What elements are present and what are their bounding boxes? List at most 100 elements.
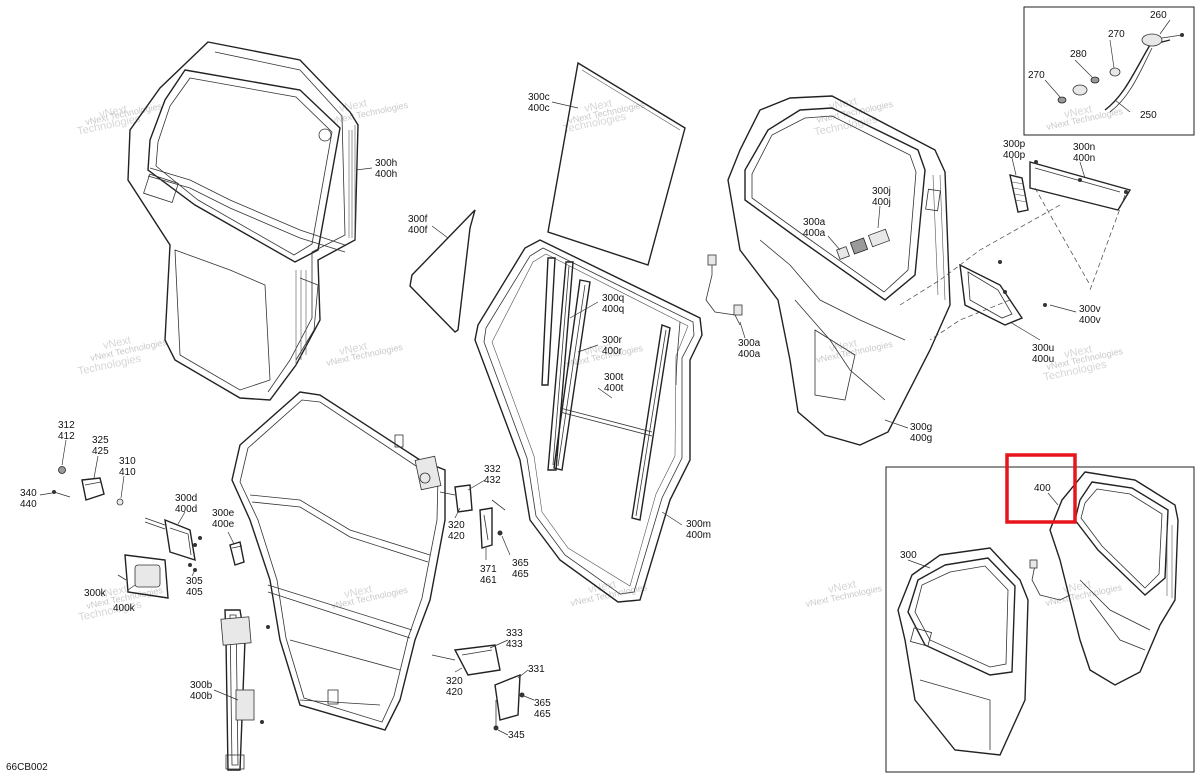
label-340: 340 bbox=[20, 488, 37, 499]
label-250: 250 bbox=[1140, 110, 1157, 121]
striker-371 bbox=[479, 507, 493, 549]
label-300m: 300m bbox=[686, 519, 711, 530]
label-325: 325 bbox=[92, 435, 109, 446]
channel-300q bbox=[541, 257, 556, 386]
label-400t: 400t bbox=[604, 383, 624, 394]
watermark: vNext bbox=[583, 340, 613, 358]
watermark: vNext bbox=[1063, 343, 1093, 361]
label-331: 331 bbox=[528, 664, 545, 675]
channel-300r bbox=[553, 279, 591, 471]
washer-310 bbox=[116, 498, 124, 506]
label-400p: 400p bbox=[1003, 150, 1026, 161]
watermark: vNext bbox=[102, 334, 132, 352]
label-300t: 300t bbox=[604, 372, 624, 383]
label-405: 405 bbox=[186, 587, 203, 598]
strike-300e bbox=[229, 541, 245, 566]
label-300k: 300k bbox=[84, 588, 107, 599]
hinge-cover-300k bbox=[124, 554, 169, 599]
label-400a: 400a bbox=[803, 228, 826, 239]
hinge-plate-325 bbox=[81, 477, 105, 501]
watermark: vNext bbox=[343, 583, 373, 601]
watermark: vNext bbox=[338, 340, 368, 358]
quarter-glass-300f: 300f 400f bbox=[408, 209, 476, 333]
hardware-inset: 260 270 280 270 250 bbox=[1023, 6, 1195, 136]
label-400n: 400n bbox=[1073, 153, 1095, 164]
watermark: vNext bbox=[338, 97, 368, 115]
channel-300t-rear bbox=[631, 324, 671, 521]
latch-bracket bbox=[414, 455, 442, 491]
window-glass-300c: 300c 400c bbox=[528, 61, 686, 266]
assembled-door-400 bbox=[1049, 471, 1179, 686]
label-300p: 300p bbox=[1003, 139, 1026, 150]
washer-270-top bbox=[1109, 67, 1121, 77]
label-300g: 300g bbox=[910, 422, 932, 433]
label-432: 432 bbox=[484, 475, 501, 486]
label-312: 312 bbox=[58, 420, 75, 431]
assembled-door-300 bbox=[897, 547, 1029, 756]
label-433: 433 bbox=[506, 639, 523, 650]
label-280: 280 bbox=[1070, 49, 1087, 60]
label-270: 270 bbox=[1108, 29, 1125, 40]
label-300b: 300b bbox=[190, 680, 213, 691]
label-300v: 300v bbox=[1079, 304, 1101, 315]
cross-link bbox=[559, 407, 653, 433]
label-400c: 400c bbox=[528, 103, 550, 114]
label-400u: 400u bbox=[1032, 354, 1054, 365]
label-400: 400 bbox=[1034, 483, 1051, 494]
label-300j: 300j bbox=[872, 186, 891, 197]
label-300u: 300u bbox=[1032, 343, 1054, 354]
label-300c: 300c bbox=[528, 92, 550, 103]
label-300f: 300f bbox=[408, 214, 428, 225]
watermark: vNext bbox=[828, 95, 858, 113]
label-400g: 400g bbox=[910, 433, 932, 444]
label-425: 425 bbox=[92, 446, 109, 457]
label-260: 260 bbox=[1150, 10, 1167, 21]
label-400v: 400v bbox=[1079, 315, 1101, 326]
label-400r: 400r bbox=[602, 346, 623, 357]
window-regulator-300b: 300b 400b bbox=[190, 609, 270, 771]
label-410: 410 bbox=[119, 467, 136, 478]
handle-assembly: 300p 400p 300n 400n 300v 400v 300u 400u bbox=[899, 139, 1132, 365]
label-400b: 400b bbox=[190, 691, 213, 702]
latch-332 bbox=[454, 484, 473, 513]
label-310: 310 bbox=[119, 456, 136, 467]
label-300e: 300e bbox=[212, 508, 235, 519]
knob-260 bbox=[1141, 33, 1163, 47]
handle-rod-250 bbox=[1104, 39, 1171, 111]
label-400k: 400k bbox=[113, 603, 136, 614]
label-400h: 400h bbox=[375, 169, 397, 180]
label-465: 465 bbox=[512, 569, 529, 580]
striker-331 bbox=[494, 673, 521, 721]
handle-bracket-300n bbox=[1029, 161, 1132, 211]
latch-333 bbox=[453, 644, 501, 676]
label-465: 465 bbox=[534, 709, 551, 720]
label-400a: 400a bbox=[738, 349, 761, 360]
channel-300r-front bbox=[547, 261, 574, 471]
watermark: vNext bbox=[98, 103, 128, 121]
nut-280 bbox=[1090, 76, 1100, 84]
hinge-hardware: 312 412 325 425 310 410 340 440 300d 400… bbox=[20, 420, 245, 614]
label-420: 420 bbox=[448, 531, 465, 542]
label-461: 461 bbox=[480, 575, 497, 586]
watermark: vNext bbox=[98, 583, 128, 601]
watermark: vNext bbox=[828, 337, 858, 355]
nut-312 bbox=[58, 466, 66, 474]
inset-frame bbox=[1023, 6, 1195, 136]
window-seal-300m: 300m 400m bbox=[474, 239, 711, 603]
highlight-box bbox=[1005, 453, 1077, 524]
label-333: 333 bbox=[506, 628, 523, 639]
lock-cylinder-300j: 300j 400j 300a 400a bbox=[803, 186, 891, 260]
label-365: 365 bbox=[534, 698, 551, 709]
label-320: 320 bbox=[448, 520, 465, 531]
handle-cup-300u bbox=[959, 263, 1024, 326]
label-400f: 400f bbox=[408, 225, 428, 236]
watermark: vNext bbox=[583, 97, 613, 115]
label-300: 300 bbox=[900, 550, 917, 561]
label-270: 270 bbox=[1028, 70, 1045, 81]
door-frame bbox=[231, 391, 446, 731]
label-400e: 400e bbox=[212, 519, 235, 530]
latch-hardware: 332 432 320 420 365 465 371 461 333 433 … bbox=[431, 464, 551, 741]
door-outer-panel-300h: 300h 400h bbox=[127, 41, 397, 401]
label-300q: 300q bbox=[602, 293, 624, 304]
